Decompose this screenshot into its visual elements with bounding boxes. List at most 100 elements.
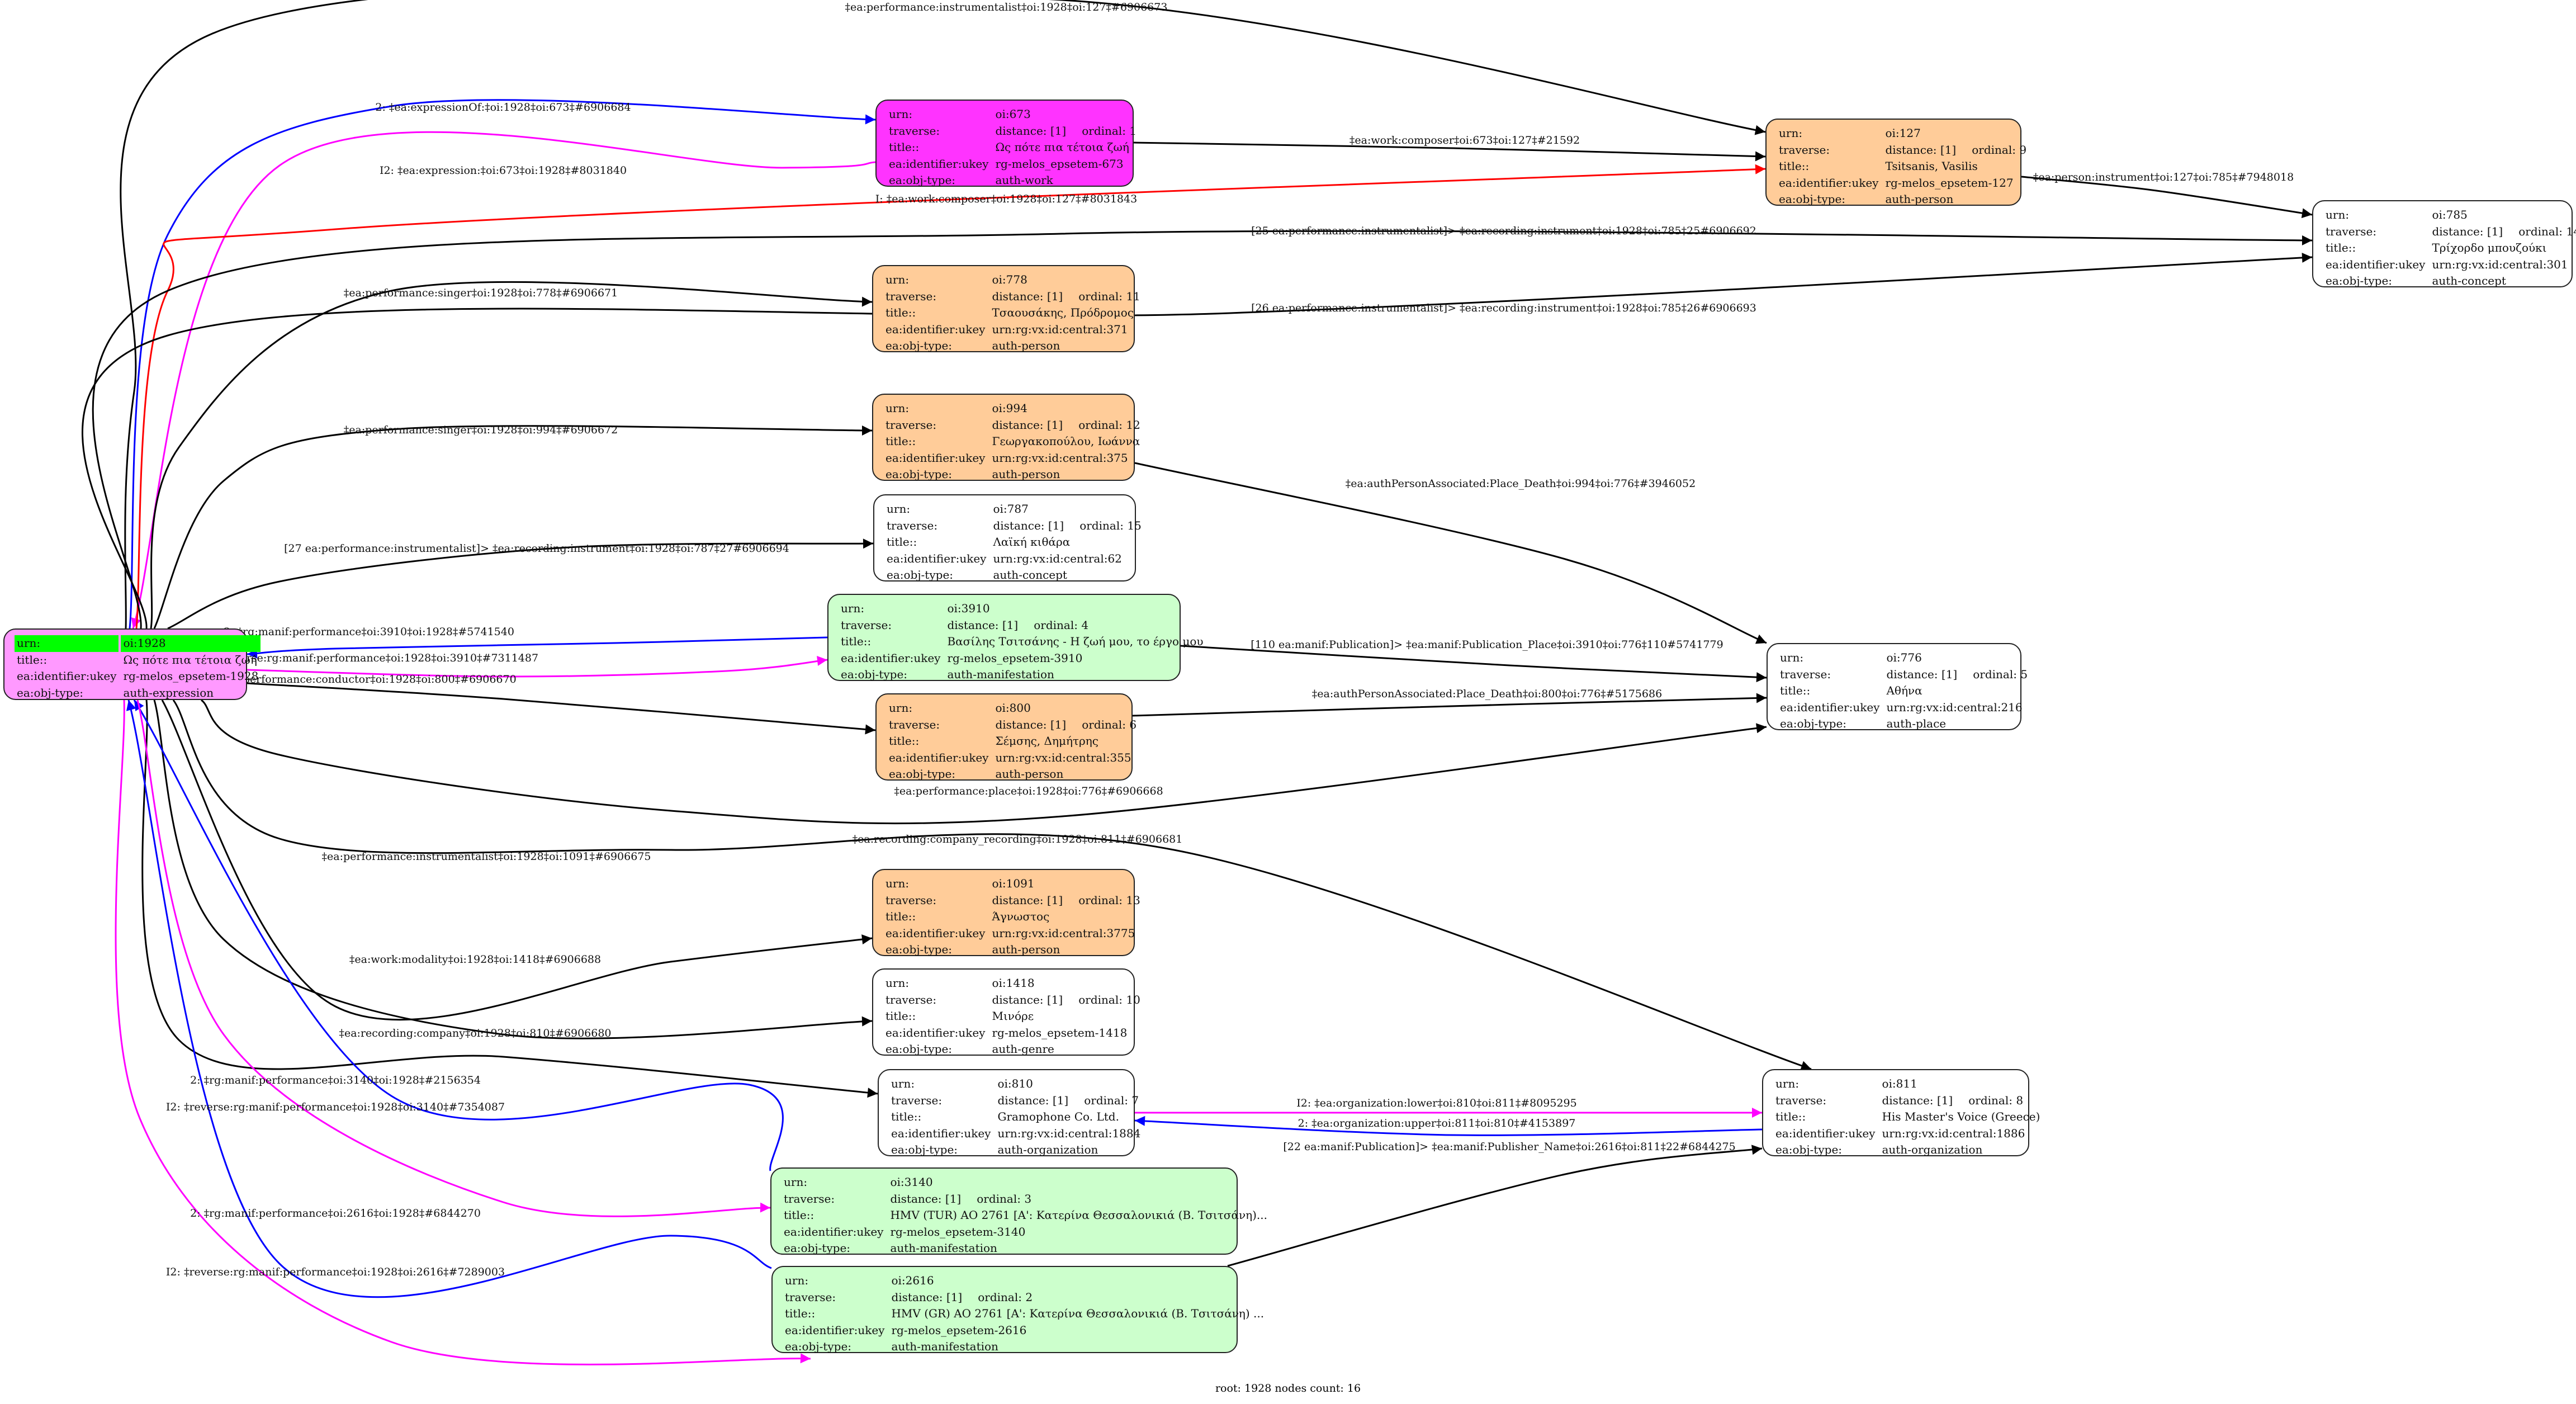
field-label: title:: (1775, 1110, 1806, 1123)
ordinal: ordinal: 4 (1034, 618, 1089, 632)
field-value-urn: oi:1418 (992, 976, 1035, 990)
edge-n1928-n2616 (115, 699, 811, 1365)
field-row-urn: urn:oi:2616 (783, 1273, 1266, 1289)
field-value-urn: oi:778 (992, 273, 1027, 286)
field-label: traverse: (886, 893, 937, 907)
field-row-urn: urn:oi:1928 (15, 635, 261, 652)
field-label: traverse: (886, 289, 937, 303)
field-value-ukey: urn:rg:vx:id:central:355 (995, 750, 1131, 764)
distance: distance: [1] (995, 124, 1067, 138)
edge-n1928-n778 (150, 281, 873, 629)
edge-label: 2: ‡rg:manif:performance‡oi:2616‡oi:1928… (190, 1207, 481, 1219)
field-label: ea:identifier:ukey (1775, 1126, 1876, 1140)
field-label: ea:obj-type: (1779, 192, 1846, 206)
field-row-objtype: ea:obj-type:auth-person (883, 338, 1143, 354)
field-row-traverse: traverse:distance: [1]ordinal: 4 (839, 617, 1206, 634)
field-value-ukey: urn:rg:vx:id:central:371 (992, 322, 1128, 336)
field-label: ea:identifier:ukey (891, 1126, 991, 1140)
field-value-title: Ως πότε πια τέτοια ζωή (995, 140, 1129, 154)
field-row-objtype: ea:obj-type:auth-genre (883, 1041, 1143, 1058)
distance: distance: [1] (891, 1290, 963, 1304)
field-value-urn: oi:2616 (891, 1274, 934, 1287)
distance: distance: [1] (992, 418, 1063, 432)
field-label: title:: (889, 734, 920, 748)
field-row-title: title::Αθήνα (1778, 683, 2030, 699)
edge-n1928-n785 (92, 230, 2313, 629)
field-row-traverse: traverse:distance: [1]ordinal: 2 (783, 1289, 1266, 1306)
edge-n1928-n787 (167, 538, 874, 630)
edge-label: ‡ea:performance:conductor‡oi:1928‡oi:800… (221, 673, 517, 686)
distance: distance: [1] (992, 992, 1063, 1006)
field-value-title: Tsitsanis, Vasilis (1885, 159, 1978, 173)
field-row-objtype: ea:obj-type:auth-manifestation (839, 666, 1206, 683)
field-value-objtype: auth-manifestation (891, 1340, 998, 1353)
field-label: ea:obj-type: (785, 1340, 852, 1353)
edge-label: I2: ‡ea:organization:lower‡oi:810‡oi:811… (1296, 1097, 1577, 1109)
edge-n673-n127 (1133, 141, 1766, 162)
field-label: urn: (1780, 651, 1804, 664)
ordinal: ordinal: 9 (1972, 143, 2027, 157)
field-row-title: title::Gramophone Co. Ltd. (889, 1109, 1143, 1126)
field-value-objtype: auth-manifestation (947, 668, 1054, 681)
field-row-title: title::Άγνωστος (883, 909, 1143, 925)
field-value-title: Τρίχορδο μπουζούκι (2432, 241, 2547, 254)
field-row-urn: urn:oi:3910 (839, 601, 1206, 617)
field-value-urn: oi:776 (1886, 651, 1922, 664)
edge-label: ‡ea:recording:company_recording‡oi:1928‡… (852, 833, 1183, 845)
field-value-ukey: urn:rg:vx:id:central:1884 (997, 1126, 1141, 1140)
field-row-objtype: ea:obj-type:auth-concept (884, 567, 1144, 584)
field-label: ea:identifier:ukey (886, 451, 986, 465)
field-row-traverse: traverse:distance: [1]ordinal: 5 (1778, 666, 2030, 683)
edge-label: 2: ‡rg:manif:performance‡oi:3140‡oi:1928… (190, 1074, 481, 1086)
distance: distance: [1] (992, 289, 1063, 303)
field-row-traverse: traverse:distance: [1]ordinal: 9 (1777, 142, 2029, 159)
distance: distance: [1] (992, 893, 1063, 907)
field-value-objtype: auth-manifestation (890, 1241, 997, 1255)
field-row-urn: urn: oi:787 (884, 501, 1144, 518)
field-value-objtype: auth-work (995, 173, 1053, 187)
field-label: ea:identifier:ukey (2326, 257, 2426, 271)
edge-n3140-n1928 (133, 699, 784, 1171)
field-value-urn: oi:1928 (121, 635, 261, 652)
node-oi-776[interactable]: urn: oi:776 traverse:distance: [1]ordinal:… (1767, 643, 2028, 730)
field-label: urn: (2326, 208, 2350, 221)
field-row-objtype: ea:obj-type:auth-person (883, 466, 1143, 483)
traverse-value: distance: [1]ordinal: 9 (1883, 142, 2029, 159)
field-label: ea:identifier:ukey (784, 1225, 884, 1238)
ordinal: ordinal: 11 (1078, 289, 1140, 303)
field-label: traverse: (1780, 667, 1831, 681)
edge-label: I2: ‡reverse:rg:manif:performance‡oi:192… (165, 1266, 505, 1278)
edge-n1928-n800 (247, 682, 876, 735)
traverse-value: distance: [1]ordinal: 15 (991, 518, 1143, 535)
field-label: traverse: (785, 1290, 836, 1304)
edge-n673-n1928 (131, 131, 876, 629)
field-row-urn: urn:oi:800 (887, 700, 1139, 717)
field-label: traverse: (2326, 224, 2377, 238)
edge-n1928-n1418 (153, 699, 873, 1039)
field-row-objtype: ea:obj-type:auth-concept (2323, 273, 2576, 290)
field-row-objtype: ea:obj-type:auth-expression (15, 685, 261, 702)
field-label: urn: (887, 502, 911, 516)
field-row-objtype: ea:obj-type:auth-organization (889, 1142, 1143, 1159)
field-value-title: Άγνωστος (992, 910, 1050, 923)
field-value-urn: oi:787 (993, 502, 1029, 516)
edge-label: I2: ‡reverse:rg:manif:performance‡oi:192… (199, 652, 539, 664)
